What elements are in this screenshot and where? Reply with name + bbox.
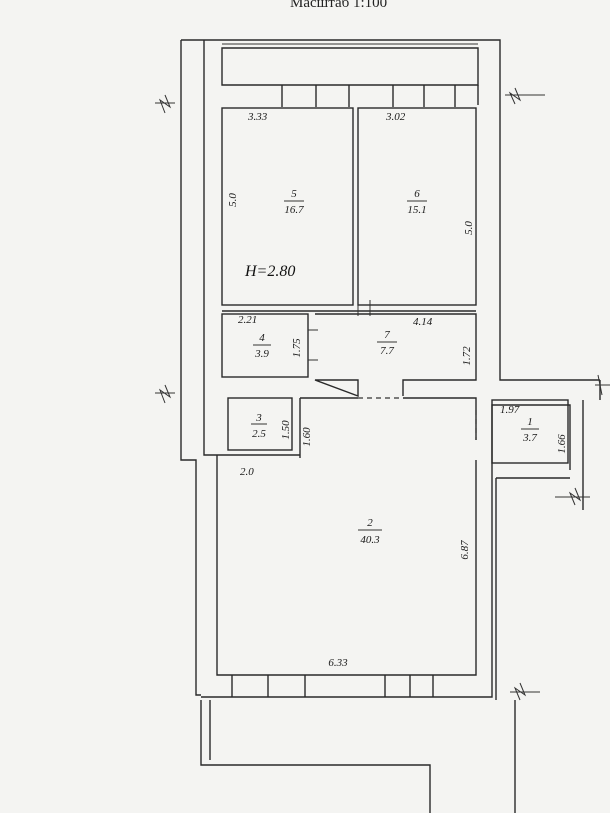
room-4-number: 4 bbox=[259, 332, 265, 344]
window-bottom bbox=[231, 675, 434, 697]
break-mark bbox=[595, 374, 610, 396]
room-2-area: 40.3 bbox=[360, 534, 380, 546]
room-7-height: 1.72 bbox=[461, 346, 473, 366]
room-4 bbox=[221, 313, 309, 378]
right-annex bbox=[495, 477, 570, 813]
room-7-area: 7.7 bbox=[380, 345, 394, 357]
room-2-height: 6.87 bbox=[459, 540, 471, 560]
room-4-width: 2.21 bbox=[238, 314, 257, 326]
room-5-number: 5 bbox=[291, 188, 297, 200]
room-1 bbox=[491, 399, 569, 464]
room-4-height: 1.75 bbox=[291, 338, 303, 358]
room-3-height: 1.50 bbox=[280, 420, 292, 440]
room-7 bbox=[314, 313, 477, 398]
room-5 bbox=[221, 107, 354, 306]
outer-wall-right bbox=[499, 95, 600, 381]
break-mark bbox=[555, 487, 590, 506]
room-5-height: 5.0 bbox=[227, 193, 239, 207]
room-1-width: 1.97 bbox=[500, 404, 520, 416]
room-3-area: 2.5 bbox=[252, 428, 266, 440]
window-top-right bbox=[392, 85, 456, 107]
room-5-area: 16.7 bbox=[284, 204, 304, 216]
room-6-area: 15.1 bbox=[407, 204, 426, 216]
room-3 bbox=[227, 397, 293, 451]
break-mark bbox=[155, 384, 175, 404]
outer-wall-bottom bbox=[201, 404, 571, 698]
room-6-number: 6 bbox=[414, 188, 420, 200]
room-6 bbox=[357, 107, 477, 306]
room-2-width: 6.33 bbox=[328, 657, 348, 669]
room-2 bbox=[216, 397, 477, 676]
outer-wall-left bbox=[180, 40, 201, 696]
room-1-number: 1 bbox=[527, 416, 533, 428]
room-6-width: 3.02 bbox=[385, 111, 406, 123]
scale-title: Масштаб 1:100 bbox=[290, 0, 387, 11]
window-top-left bbox=[281, 85, 350, 107]
top-wall-inner bbox=[221, 47, 479, 86]
break-mark bbox=[510, 682, 540, 701]
room-4-area: 3.9 bbox=[254, 348, 269, 360]
room-3-number: 3 bbox=[255, 412, 262, 424]
room-2-top-dim: 2.0 bbox=[240, 466, 254, 478]
room-5-width: 3.33 bbox=[247, 111, 268, 123]
break-mark bbox=[155, 94, 175, 114]
room-2-number: 2 bbox=[367, 517, 373, 529]
outer-wall-left-inner bbox=[203, 40, 217, 456]
height-mark: H=2.80 bbox=[244, 263, 295, 280]
room-1-area: 3.7 bbox=[522, 432, 537, 444]
room-7-number: 7 bbox=[384, 329, 390, 341]
room-3-height-2: 1.60 bbox=[301, 427, 313, 447]
break-mark bbox=[505, 87, 545, 105]
room-1-height: 1.66 bbox=[556, 434, 568, 454]
room-6-height: 5.0 bbox=[463, 221, 475, 235]
room-7-width: 4.14 bbox=[413, 316, 433, 328]
bottom-annex bbox=[200, 700, 431, 813]
outer-wall-top bbox=[181, 39, 501, 95]
